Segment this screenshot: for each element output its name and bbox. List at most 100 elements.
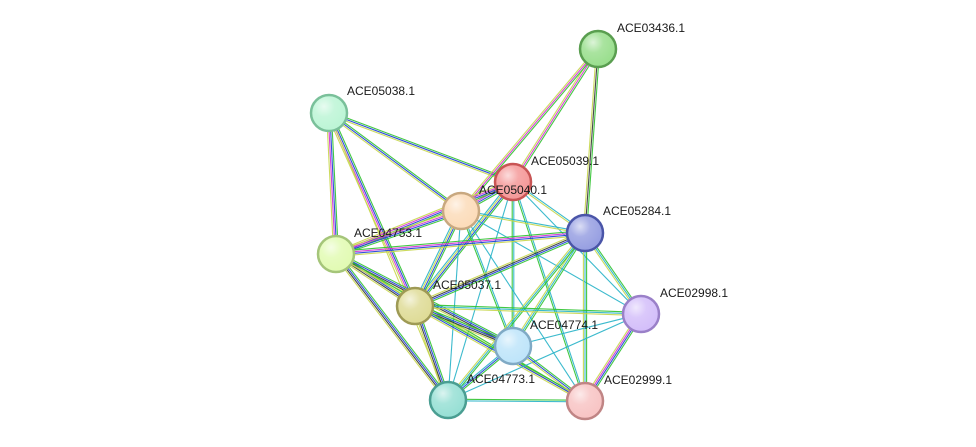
node-label-ace05039-1: ACE05039.1 (531, 154, 599, 168)
node-ace05039-1[interactable] (493, 162, 533, 202)
node-ace04753-1[interactable] (316, 234, 356, 274)
edge-line-blue (328, 112, 514, 183)
edge-line-cyan (461, 210, 515, 346)
edge-line-green (513, 233, 587, 348)
edge-line-green (330, 112, 339, 254)
edge-ace02998-1-ace04773-1 (447, 313, 642, 401)
edge-line-yellow (326, 113, 335, 255)
edge-line-cyan (461, 209, 586, 233)
edge-line-yellow (459, 47, 598, 211)
edge-line-yellow (414, 307, 641, 317)
node-highlight (319, 237, 353, 271)
edge-line-yellow (327, 113, 461, 213)
node-highlight (496, 165, 530, 199)
edge-line-cyan (447, 232, 586, 401)
edge-line-green (329, 111, 463, 211)
node-label-ace04753-1: ACE04753.1 (354, 226, 422, 240)
edge-ace03436-1-ace05284-1 (582, 48, 601, 234)
edge-ace04773-1-ace02999-1 (447, 398, 586, 403)
node-ace04774-1[interactable] (493, 326, 533, 366)
node-label-ace02999-1: ACE02999.1 (604, 373, 672, 387)
edge-line-green (448, 233, 587, 402)
node-highlight (431, 383, 465, 417)
node-highlight (581, 32, 615, 66)
edge-line-black (334, 254, 448, 401)
node-ace05040-1[interactable] (441, 191, 481, 231)
edge-line-magenta (335, 231, 585, 254)
edge-line-cyan (512, 232, 586, 347)
edge-ace05037-1-ace02998-1 (414, 303, 642, 317)
edge-ace05040-1-ace04774-1 (459, 210, 515, 347)
node-label-ace05284-1: ACE05284.1 (603, 204, 671, 218)
edge-line-magenta (512, 48, 599, 183)
node-label-ace04773-1: ACE04773.1 (467, 372, 535, 386)
edge-line-yellow (333, 255, 447, 402)
edge-line-yellow (336, 234, 586, 257)
edge-line-green (586, 49, 601, 234)
nodes-layer (309, 29, 661, 421)
node-highlight (568, 384, 602, 418)
edge-line-cyan (414, 305, 642, 315)
node-ace05284-1[interactable] (565, 213, 605, 253)
edge-line-blue (329, 112, 417, 306)
edge-line-black (584, 48, 599, 234)
edge-line-blue (328, 112, 462, 212)
node-highlight (444, 194, 478, 228)
edge-line-cyan (447, 400, 585, 403)
edge-ace05284-1-ace04773-1 (446, 231, 587, 402)
node-ace02999-1[interactable] (565, 381, 605, 421)
node-ace05038-1[interactable] (309, 93, 349, 133)
edge-line-magenta (335, 209, 461, 254)
edge-ace05040-1-ace04753-1 (335, 208, 462, 257)
edge-ace03436-1-ace05040-1 (459, 47, 600, 213)
edge-ace05038-1-ace05039-1 (328, 110, 514, 185)
edge-line-yellow (328, 113, 513, 185)
edge-line-blue (336, 253, 450, 400)
edge-ace05040-1-ace02998-1 (460, 210, 642, 315)
edge-line-yellow (413, 230, 585, 305)
node-highlight (312, 96, 346, 130)
node-ace04773-1[interactable] (428, 380, 468, 420)
edge-line-blue (336, 233, 586, 256)
edge-line-green (415, 303, 642, 313)
node-highlight (568, 216, 602, 250)
edge-ace05040-1-ace05284-1 (460, 209, 586, 235)
edge-line-green (415, 234, 587, 309)
edge-ace05038-1-ace04753-1 (326, 112, 339, 255)
edge-line-cyan (512, 313, 642, 347)
node-label-ace05040-1: ACE05040.1 (479, 183, 547, 197)
edge-ace05038-1-ace05040-1 (327, 111, 463, 213)
edge-line-yellow (582, 48, 597, 233)
edge-line-yellow (335, 208, 461, 253)
edge-line-yellow (334, 179, 513, 253)
node-label-ace05037-1: ACE05037.1 (433, 278, 501, 292)
edge-line-green (459, 211, 513, 347)
edge-line-yellow (413, 181, 513, 306)
node-label-ace03436-1: ACE03436.1 (617, 21, 685, 35)
edge-ace02998-1-ace04774-1 (512, 313, 642, 347)
edge-line-green (511, 182, 585, 402)
edge-ace04753-1-ace04773-1 (333, 252, 451, 402)
node-label-ace05038-1: ACE05038.1 (347, 84, 415, 98)
node-ace05037-1[interactable] (395, 286, 435, 326)
edge-line-black (414, 231, 585, 306)
edge-line-green (337, 252, 451, 399)
edge-line-yellow (446, 231, 585, 400)
edge-ace05284-1-ace05037-1 (413, 230, 587, 309)
edge-line-green (329, 110, 514, 182)
node-highlight (496, 329, 530, 363)
edge-line-green (513, 49, 600, 184)
node-ace03436-1[interactable] (578, 29, 618, 69)
edge-line-cyan (460, 210, 642, 315)
node-ace02998-1[interactable] (621, 294, 661, 334)
edge-line-blue (415, 233, 586, 308)
edge-line-green (336, 212, 462, 257)
edge-ace05284-1-ace02999-1 (582, 233, 588, 401)
node-highlight (624, 297, 658, 331)
node-highlight (398, 289, 432, 323)
edge-line-magenta (460, 48, 599, 212)
edge-line-blue (336, 211, 462, 256)
edge-line-green (461, 49, 600, 213)
edge-line-yellow (460, 211, 585, 235)
